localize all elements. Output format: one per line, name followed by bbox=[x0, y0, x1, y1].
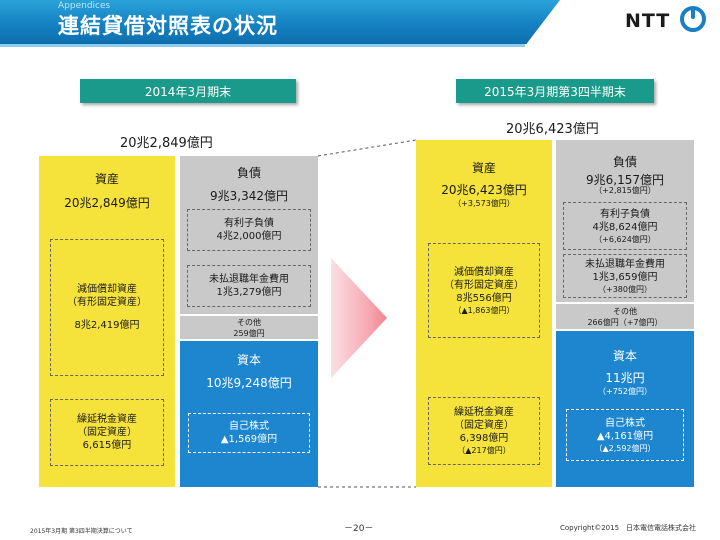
liabilities-amount: 9兆3,342億円 bbox=[210, 189, 288, 203]
header-stripe bbox=[0, 44, 525, 47]
pension-liability-box: 未払退職年金費用 1兆3,659億円 （+380億円） bbox=[563, 254, 687, 298]
other-amount: 266億円（+7億円） bbox=[587, 317, 663, 327]
other-amount: 259億円 bbox=[233, 328, 265, 338]
other-label: その他 bbox=[237, 317, 261, 327]
treasury-label: 自己株式 bbox=[229, 421, 269, 432]
pension-label: 未払退職年金費用 bbox=[585, 258, 665, 270]
interest-bearing-debt-box: 有利子負債 4兆8,624億円 （+6,624億円） bbox=[563, 202, 687, 250]
deferred-tax-sublabel: （固定資産） bbox=[77, 427, 137, 438]
liabilities-amount: 9兆6,157億円 bbox=[586, 173, 664, 187]
page-number: －20－ bbox=[344, 524, 374, 534]
interest-debt-label: 有利子負債 bbox=[224, 218, 274, 229]
pension-liability-box: 未払退職年金費用 1兆3,279億円 bbox=[187, 265, 311, 307]
date-label-right: 2015年3月期第3四半期末 bbox=[456, 79, 654, 103]
deferred-tax-label: 繰延税金資産 bbox=[77, 414, 137, 425]
other-block-right: その他 266億円（+7億円） bbox=[556, 304, 694, 329]
assets-block-left: 資産 20兆2,849億円 減価償却資産 （有形固定資産） 8兆2,419億円 … bbox=[39, 156, 175, 487]
depreciable-assets-amount: 8兆556億円 bbox=[456, 292, 512, 304]
deferred-tax-assets-box: 繰延税金資産 （固定資産） 6,398億円 （▲217億円） bbox=[428, 397, 540, 465]
equity-block-left: 資本 10兆9,248億円 自己株式 ▲1,569億円 bbox=[180, 341, 318, 487]
logo-text: NTT bbox=[625, 10, 671, 32]
deferred-tax-change: （▲217億円） bbox=[457, 446, 511, 455]
copyright: Copyright©2015 日本電信電話株式会社 bbox=[560, 524, 697, 532]
depreciable-assets-sublabel: （有形固定資産） bbox=[67, 297, 147, 308]
header-banner bbox=[0, 0, 560, 44]
total-right: 20兆6,423億円 bbox=[506, 122, 599, 137]
connector-top bbox=[317, 139, 417, 157]
deferred-tax-label: 繰延税金資産 bbox=[454, 407, 514, 418]
assets-amount: 20兆2,849億円 bbox=[64, 196, 150, 210]
pension-change: （+380億円） bbox=[598, 284, 652, 294]
liabilities-block-right: 負債 9兆6,157億円 （+2,815億円） 有利子負債 4兆8,624億円 … bbox=[556, 140, 694, 302]
page-title: 連結貸借対照表の状況 bbox=[58, 14, 278, 38]
assets-amount: 20兆6,423億円 bbox=[441, 183, 527, 197]
treasury-stock-box: 自己株式 ▲1,569億円 bbox=[188, 413, 310, 453]
treasury-label: 自己株式 bbox=[605, 417, 645, 429]
depreciable-assets-box: 減価償却資産 （有形固定資産） 8兆2,419億円 bbox=[50, 239, 164, 376]
treasury-change: （▲2,592億円） bbox=[594, 443, 656, 453]
assets-change: （+3,573億円） bbox=[453, 199, 515, 208]
assets-title: 資産 bbox=[471, 161, 496, 175]
equity-change: （+752億円） bbox=[598, 387, 652, 396]
footer-doc-title: 2015年3月期 第3四半期決算について bbox=[30, 528, 133, 535]
depreciable-assets-box: 減価償却資産 （有形固定資産） 8兆556億円 （▲1,863億円） bbox=[428, 243, 540, 338]
treasury-amount: ▲4,161億円 bbox=[596, 430, 654, 442]
liabilities-change: （+2,815億円） bbox=[594, 186, 656, 195]
liabilities-title: 負債 bbox=[236, 166, 261, 180]
equity-amount: 11兆円 bbox=[605, 371, 645, 385]
treasury-stock-box: 自己株式 ▲4,161億円 （▲2,592億円） bbox=[566, 409, 684, 461]
total-left: 20兆2,849億円 bbox=[120, 136, 213, 151]
pension-label: 未払退職年金費用 bbox=[209, 274, 289, 285]
depreciable-assets-amount: 8兆2,419億円 bbox=[74, 320, 140, 331]
header-subtitle: Appendices bbox=[58, 1, 111, 11]
date-label-left: 2014年3月期末 bbox=[80, 79, 296, 103]
interest-debt-change: （+6,624億円） bbox=[594, 234, 656, 244]
pension-amount: 1兆3,659億円 bbox=[592, 271, 658, 283]
equity-title: 資本 bbox=[612, 349, 637, 363]
interest-bearing-debt-box: 有利子負債 4兆2,000億円 bbox=[187, 209, 311, 251]
equity-block-right: 資本 11兆円 （+752億円） 自己株式 ▲4,161億円 （▲2,592億円… bbox=[556, 331, 694, 487]
liabilities-block-left: 負債 9兆3,342億円 有利子負債 4兆2,000億円 未払退職年金費用 1兆… bbox=[180, 156, 318, 314]
depreciable-assets-change: （▲1,863億円） bbox=[453, 305, 515, 315]
interest-debt-label: 有利子負債 bbox=[600, 208, 650, 220]
treasury-amount: ▲1,569億円 bbox=[220, 434, 278, 445]
ntt-logo-icon bbox=[680, 6, 706, 32]
interest-debt-amount: 4兆2,000億円 bbox=[216, 231, 282, 242]
assets-title: 資産 bbox=[94, 172, 119, 186]
depreciable-assets-label: 減価償却資産 bbox=[77, 284, 137, 295]
interest-debt-amount: 4兆8,624億円 bbox=[592, 221, 658, 233]
other-label: その他 bbox=[613, 306, 637, 316]
assets-block-right: 資産 20兆6,423億円 （+3,573億円） 減価償却資産 （有形固定資産）… bbox=[416, 140, 552, 487]
other-block-left: その他 259億円 bbox=[180, 316, 318, 339]
equity-amount: 10兆9,248億円 bbox=[206, 376, 292, 390]
deferred-tax-sublabel: （固定資産） bbox=[454, 420, 514, 431]
pension-amount: 1兆3,279億円 bbox=[216, 287, 282, 298]
deferred-tax-assets-box: 繰延税金資産 （固定資産） 6,615億円 bbox=[50, 399, 164, 466]
deferred-tax-amount: 6,615億円 bbox=[82, 440, 132, 451]
liabilities-title: 負債 bbox=[612, 155, 637, 169]
deferred-tax-amount: 6,398億円 bbox=[459, 433, 509, 444]
depreciable-assets-sublabel: （有形固定資産） bbox=[444, 279, 524, 291]
depreciable-assets-label: 減価償却資産 bbox=[454, 266, 514, 278]
equity-title: 資本 bbox=[236, 353, 261, 367]
